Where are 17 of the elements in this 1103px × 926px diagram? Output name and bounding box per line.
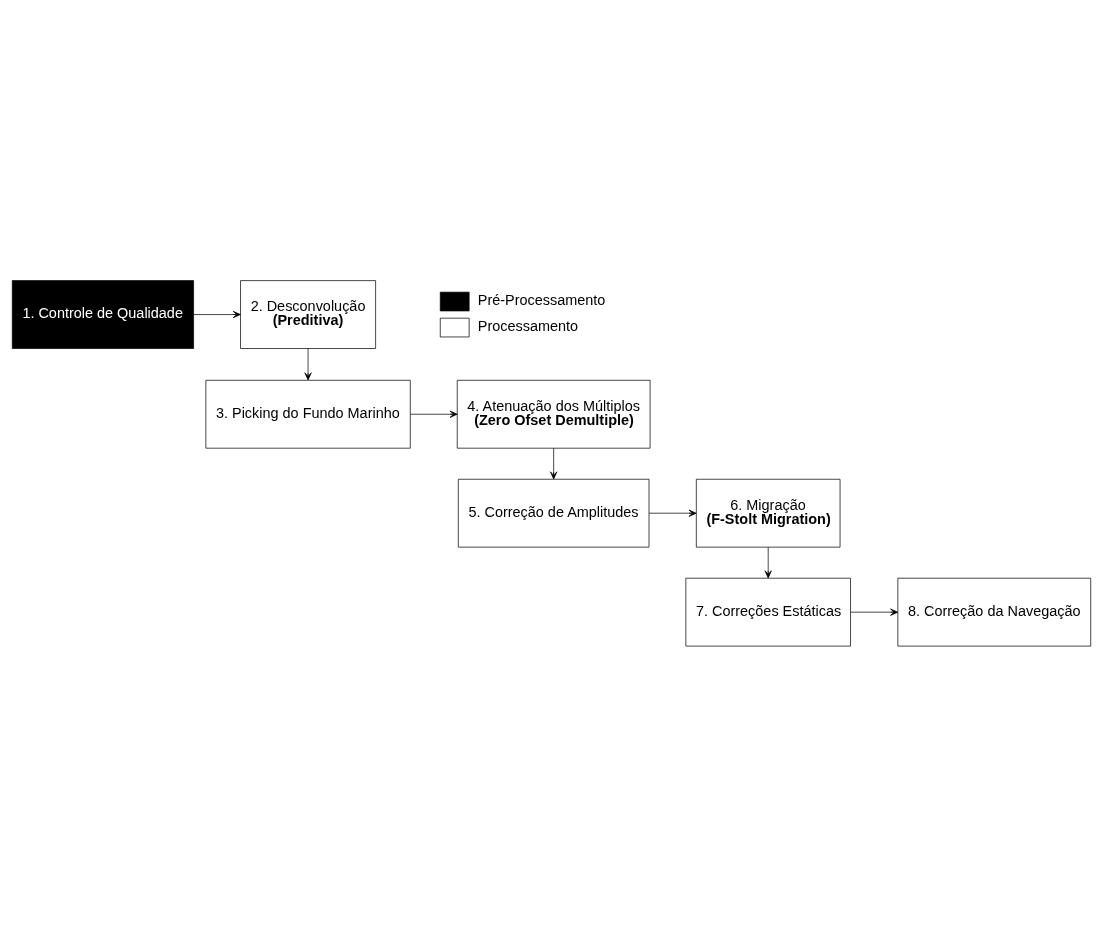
node-box: 3. Picking do Fundo Marinho <box>205 379 411 449</box>
arrow <box>304 348 312 381</box>
arrow <box>648 509 697 517</box>
arrow <box>193 310 241 319</box>
legend-label: Pré-Processamento <box>477 292 606 309</box>
node-box: 5. Correção de Amplitudes <box>457 478 650 548</box>
node-box: 7. Correções Estáticas <box>685 577 851 647</box>
node-box: 6. Migração (F-Stolt Migration) <box>695 478 841 548</box>
legend-label: Processamento <box>477 318 579 335</box>
arrow <box>764 546 772 579</box>
node-box: 4. Atenuação dos Múltiplos (Zero Ofset Demultiple) <box>456 379 651 449</box>
arrow <box>410 410 458 418</box>
arrow <box>850 608 899 616</box>
node-box: 1. Controle de Qualidade <box>11 280 194 349</box>
arrow <box>550 447 558 480</box>
node-box: 2. Desconvolução (Preditiva) <box>240 280 376 349</box>
node-box: 8. Correção da Navegação <box>897 577 1092 647</box>
